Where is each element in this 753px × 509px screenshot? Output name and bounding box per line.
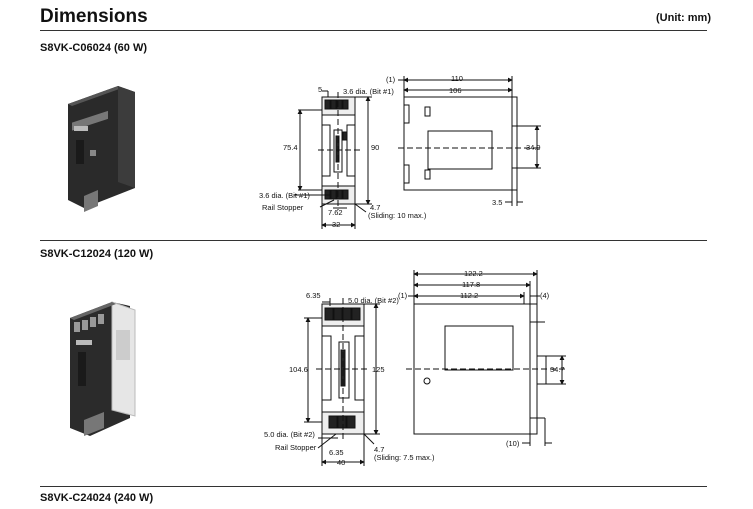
front-view-120w-labels: 6.35 5.0 dia. (Bit #2) 104.6 125 5.0 dia…	[264, 291, 435, 467]
dim-sliding-note-2: (Sliding: 7.5 max.)	[374, 453, 435, 462]
rail-stopper-label-2: Rail Stopper	[275, 443, 317, 452]
dim-rail-height-2: 34.7	[550, 365, 565, 374]
side-view-120w	[406, 270, 566, 446]
title-rule	[40, 30, 707, 31]
dim-sliding-value-2: 4.7	[374, 445, 384, 454]
dim-top-width-2: 6.35	[306, 291, 321, 300]
dim-bottom-hole: 3.6 dia. (Bit #1)	[259, 191, 310, 200]
dim-rail-offset-2: 6.35	[329, 448, 344, 457]
section-rule-1	[40, 240, 707, 241]
dim-depth-body-2: 112.2	[460, 291, 478, 300]
dim-rail-height: 34.9	[526, 143, 541, 152]
front-view-120w	[304, 298, 380, 466]
dim-height-inner-2: 104.6	[289, 365, 308, 374]
front-view-60w-labels: 5 3.6 dia. (Bit #1) 75.4 90 3.6 dia. (Bi…	[259, 85, 427, 229]
dim-depth-mid-2: 117.8	[462, 280, 480, 289]
dim-top-hole: 3.6 dia. (Bit #1)	[343, 87, 394, 96]
note-marker-left: (1)	[398, 291, 408, 300]
dim-height-inner: 75.4	[283, 143, 298, 152]
side-view-60w	[398, 76, 541, 206]
dim-sliding-value: 4.7	[370, 203, 380, 212]
product-photo-60w	[68, 86, 135, 212]
side-view-60w-labels: (1) 110 106 34.9 3.5	[386, 74, 541, 207]
dim-rail-offset: 7.62	[328, 208, 343, 217]
section-title-60w: S8VK-C06024 (60 W)	[40, 42, 147, 54]
dim-height-total: 90	[371, 143, 379, 152]
side-view-120w-labels: (1) (4) (10) 122.2 117.8 112.2 34.7	[398, 269, 565, 448]
note-marker-right: (4)	[540, 291, 550, 300]
rail-stopper-label: Rail Stopper	[262, 203, 304, 212]
section-title-240w: S8VK-C24024 (240 W)	[40, 492, 154, 504]
dim-width: 32	[332, 220, 340, 229]
dim-width-2: 40	[337, 458, 345, 467]
section-rule-2	[40, 486, 707, 487]
dim-depth-body: 106	[449, 86, 462, 95]
dim-top-hole-2: 5.0 dia. (Bit #2)	[348, 296, 399, 305]
dim-bottom-hole-2: 5.0 dia. (Bit #2)	[264, 430, 315, 439]
dim-sliding-note: (Sliding: 10 max.)	[368, 211, 427, 220]
front-view-60w	[294, 90, 372, 229]
page-title: Dimensions	[40, 6, 148, 27]
section-title-120w: S8VK-C12024 (120 W)	[40, 248, 154, 260]
unit-label: (Unit: mm)	[656, 12, 711, 24]
dim-depth-total-2: 122.2	[464, 269, 483, 278]
dim-rail-depth: 3.5	[492, 198, 502, 207]
note-marker: (1)	[386, 75, 396, 84]
note-marker-bottom: (10)	[506, 439, 520, 448]
dim-top-width: 5	[318, 85, 322, 94]
product-photo-120w	[70, 301, 136, 436]
dim-depth-total: 110	[451, 74, 463, 83]
dim-height-total-2: 125	[372, 365, 385, 374]
